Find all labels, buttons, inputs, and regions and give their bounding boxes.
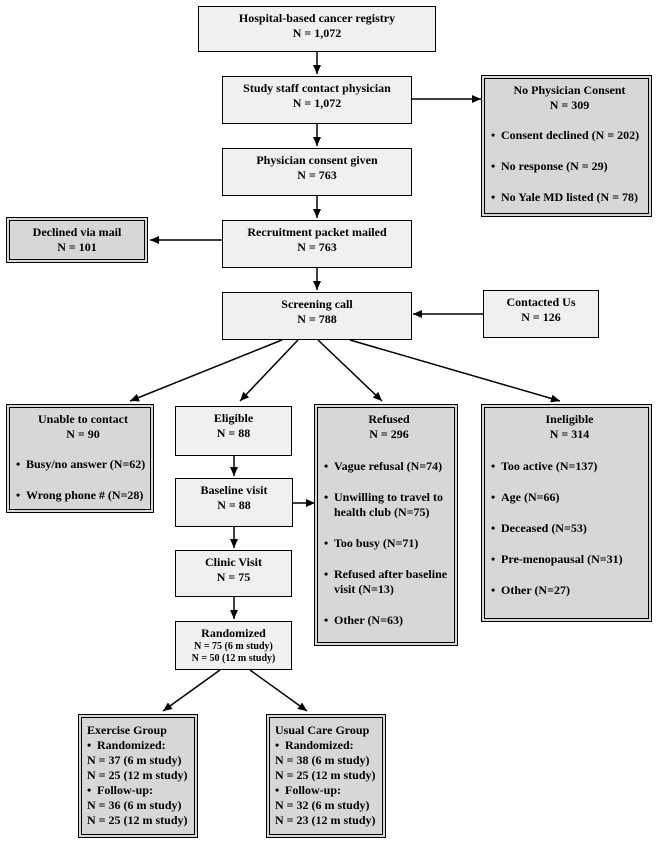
exercise-fu-12m: N = 25 (12 m study): [87, 813, 188, 827]
exercise-rand-12m: N = 25 (12 m study): [87, 768, 188, 782]
packet-title: Recruitment packet mailed: [247, 225, 387, 239]
ineligible-n: N = 314: [549, 427, 590, 441]
contacted-us-n: N = 126: [521, 310, 561, 324]
exercise-rand-6m: N = 37 (6 m study): [87, 753, 182, 767]
ineligible-item: Pre-menopausal (N=31): [491, 552, 648, 567]
unable-title: Unable to contact: [38, 412, 128, 426]
refused-item: Vague refusal (N=74): [324, 459, 454, 474]
clinic-title: Clinic Visit: [204, 555, 262, 569]
screening-box: Screening call N = 788: [222, 292, 412, 340]
contact-physician-box: Study staff contact physician N = 1,072: [222, 76, 412, 124]
ineligible-item: Too active (N=137): [491, 459, 648, 474]
exercise-title: Exercise Group: [87, 723, 167, 737]
arrow-screening-to-refused: [317, 339, 383, 402]
randomized-n-6m: N = 75 (6 m study): [194, 641, 273, 652]
contacted-us-title: Contacted Us: [506, 295, 576, 309]
no-consent-item: No response (N = 29): [491, 159, 648, 174]
usual-care-title: Usual Care Group: [275, 723, 370, 737]
no-consent-item: No Yale MD listed (N = 78): [491, 190, 648, 205]
exercise-followup-label: Follow-up:: [87, 783, 194, 798]
eligible-title: Eligible: [213, 411, 254, 425]
contacted-us-box: Contacted Us N = 126: [483, 290, 599, 338]
refused-n: N = 296: [369, 427, 409, 441]
usual-care-rand-12m: N = 25 (12 m study): [275, 768, 376, 782]
ineligible-box: Ineligible N = 314 Too active (N=137) Ag…: [481, 404, 652, 622]
clinic-n: N = 75: [216, 570, 251, 584]
usual-care-fu-12m: N = 23 (12 m study): [275, 813, 376, 827]
packet-box: Recruitment packet mailed N = 763: [222, 220, 412, 268]
clinic-box: Clinic Visit N = 75: [175, 550, 292, 597]
arrow-randomized-to-usual: [249, 669, 308, 712]
exercise-randomized-label: Randomized:: [87, 738, 194, 753]
unable-item: Busy/no answer (N=62): [16, 457, 150, 472]
exercise-fu-6m: N = 36 (6 m study): [87, 798, 182, 812]
no-consent-box: No Physician Consent N = 309 Consent dec…: [481, 75, 652, 217]
contact-physician-title: Study staff contact physician: [243, 81, 391, 95]
baseline-n: N = 88: [217, 498, 251, 512]
packet-n: N = 763: [297, 240, 337, 254]
randomized-title: Randomized: [201, 626, 266, 640]
randomized-n-12m: N = 50 (12 m study): [191, 653, 276, 664]
registry-box: Hospital-based cancer registry N = 1,072: [198, 6, 436, 52]
ineligible-item: Deceased (N=53): [491, 521, 648, 536]
usual-care-box: Usual Care Group Randomized: N = 38 (6 m…: [266, 714, 386, 838]
ineligible-title: Ineligible: [545, 412, 594, 426]
ineligible-item: Other (N=27): [491, 583, 648, 598]
usual-care-fu-6m: N = 32 (6 m study): [275, 798, 370, 812]
unable-item: Wrong phone # (N=28): [16, 488, 150, 503]
eligible-n: N = 88: [216, 426, 251, 440]
refused-title: Refused: [368, 412, 410, 426]
usual-care-followup-label: Follow-up:: [275, 783, 382, 798]
baseline-title: Baseline visit: [200, 483, 268, 497]
arrow-screening-to-unable: [129, 339, 283, 402]
arrow-screening-to-ineligible: [349, 339, 561, 403]
refused-box: Refused N = 296 Vague refusal (N=74) Unw…: [314, 404, 458, 646]
consent-given-n: N = 763: [297, 168, 337, 182]
exercise-box: Exercise Group Randomized: N = 37 (6 m s…: [78, 714, 198, 838]
randomized-box: Randomized N = 75 (6 m study) N = 50 (12…: [175, 621, 292, 670]
declined-mail-title: Declined via mail: [32, 225, 122, 239]
screening-title: Screening call: [281, 297, 353, 311]
no-consent-title: No Physician Consent: [513, 83, 626, 97]
refused-item: Unwilling to travel to health club (N=75…: [324, 490, 454, 520]
refused-item: Refused after baseline visit (N=13): [324, 567, 454, 597]
contact-physician-n: N = 1,072: [292, 96, 342, 110]
declined-mail-n: N = 101: [57, 240, 97, 254]
registry-title: Hospital-based cancer registry: [238, 11, 396, 25]
consent-given-box: Physician consent given N = 763: [222, 148, 412, 196]
unable-box: Unable to contact N = 90 Busy/no answer …: [6, 404, 154, 513]
ineligible-item: Age (N=66): [491, 490, 648, 505]
usual-care-randomized-label: Randomized:: [275, 738, 382, 753]
arrow-randomized-to-exercise: [162, 669, 221, 712]
refused-item: Other (N=63): [324, 613, 454, 628]
no-consent-n: N = 309: [549, 98, 590, 112]
screening-n: N = 788: [297, 312, 337, 326]
arrow-screening-to-eligible: [239, 339, 299, 402]
registry-n: N = 1,072: [292, 26, 342, 40]
unable-n: N = 90: [66, 427, 100, 441]
refused-item: Too busy (N=71): [324, 536, 454, 551]
no-consent-item: Consent declined (N = 202): [491, 128, 648, 143]
eligible-box: Eligible N = 88: [175, 406, 292, 456]
consent-given-title: Physician consent given: [256, 153, 378, 167]
baseline-box: Baseline visit N = 88: [175, 478, 293, 527]
usual-care-rand-6m: N = 38 (6 m study): [275, 753, 370, 767]
declined-mail-box: Declined via mail N = 101: [6, 217, 148, 263]
